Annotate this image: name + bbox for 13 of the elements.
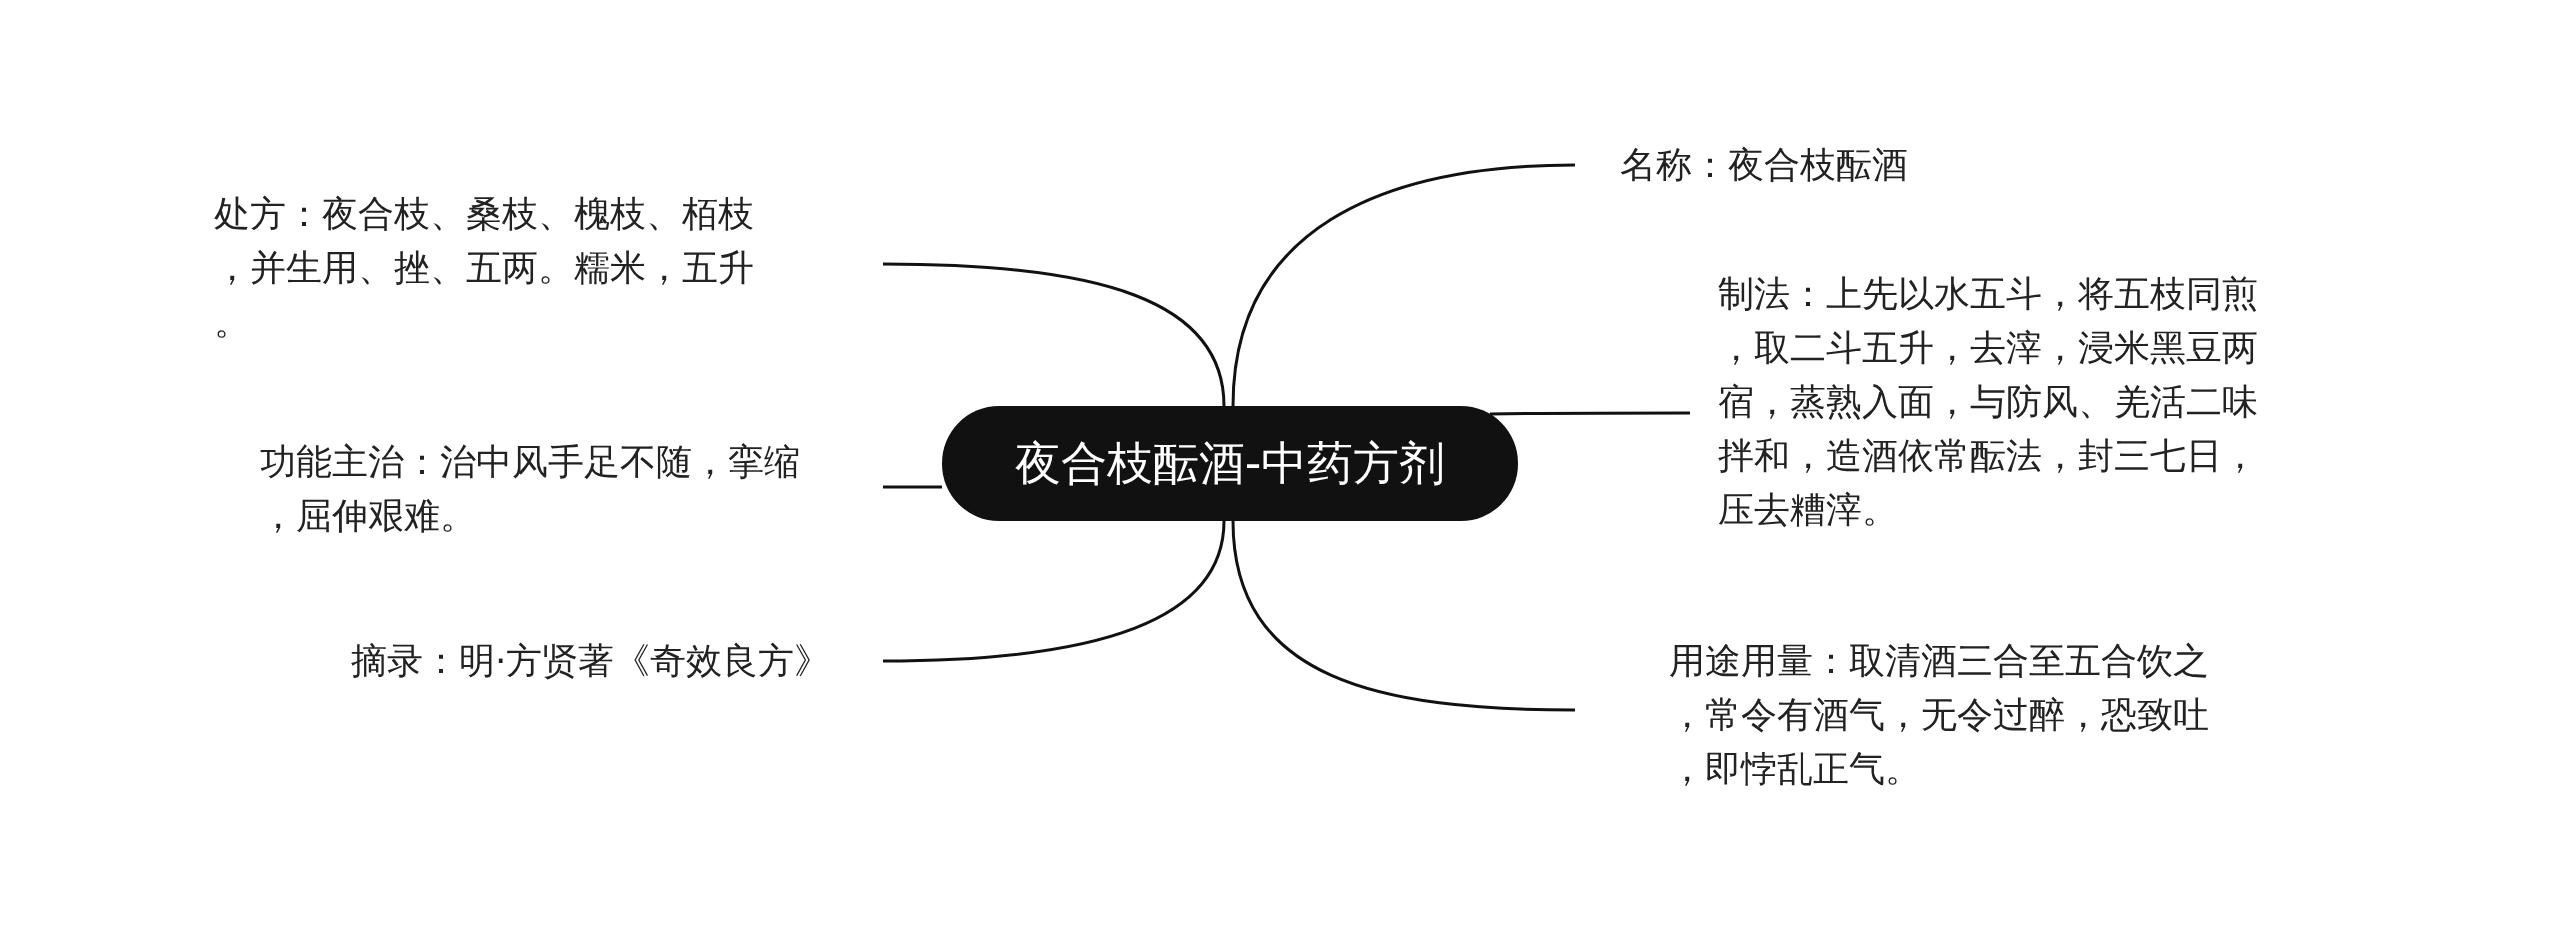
branch-text: 摘录：明·方贤著《奇效良方》: [340, 634, 921, 688]
branch-text: 名称：夜合枝酝酒: [1575, 138, 2190, 192]
connector-line: [882, 520, 1226, 663]
connector-line: [1231, 520, 1576, 712]
branch-text: 用途用量：取清酒三合至五合饮之，常令有酒气，无令过醉，恐致吐，即悖乱正气。: [1575, 634, 2239, 796]
connector-line: [883, 485, 942, 489]
branch-text: 制法：上先以水五斗，将五枝同煎，取二斗五升，去滓，浸米黑豆两宿，蒸熟入面，与防风、羌活二味拌和，造酒依常酝法，封三七日，压去糟滓。: [1690, 267, 2288, 537]
connector-line: [882, 262, 1226, 407]
connector-line: [1231, 163, 1576, 407]
branch-text: 功能主治：治中风手足不随，挛缩，屈伸艰难。: [250, 435, 883, 543]
connector-line: [1489, 411, 1690, 416]
branch-text: 处方：夜合枝、桑枝、槐枝、栢枝，并生用、挫、五两。糯米，五升。: [200, 187, 883, 349]
central-topic: 夜合枝酝酒-中药方剂: [942, 406, 1518, 521]
